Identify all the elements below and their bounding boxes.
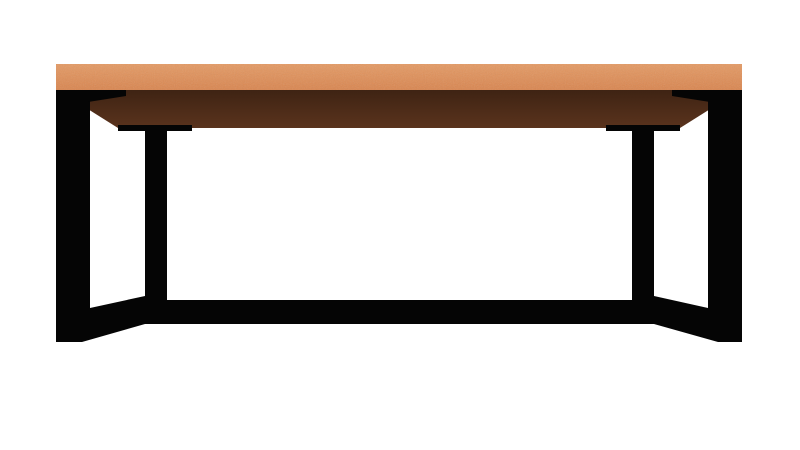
left-side-frame bbox=[56, 89, 145, 342]
right-top-rail bbox=[672, 89, 742, 102]
rear-stretcher bbox=[145, 300, 654, 324]
tabletop-underside bbox=[56, 89, 742, 128]
left-rear-bracket bbox=[118, 125, 192, 131]
rear-right-leg bbox=[632, 128, 654, 303]
rear-left-leg bbox=[145, 128, 167, 303]
right-side-frame bbox=[654, 89, 742, 342]
left-top-rail bbox=[56, 89, 126, 102]
right-rear-bracket bbox=[606, 125, 680, 131]
tabletop-edge-grain bbox=[56, 64, 742, 90]
